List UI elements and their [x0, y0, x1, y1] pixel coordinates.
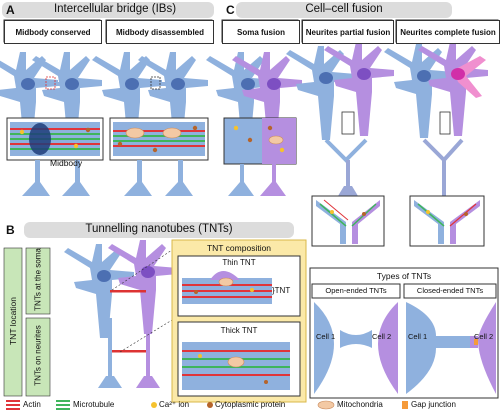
b-neurons: [64, 240, 178, 388]
tnt-bracket-label: }TNT: [272, 286, 291, 295]
tnt-composition-title: TNT composition: [206, 243, 272, 253]
panel-a-letter: A: [6, 3, 15, 17]
a-lower-cells: [22, 160, 193, 196]
thick-tnt-label: Thick TNT: [220, 326, 258, 335]
c-col-neurites-partial: Neurites partial fusion: [302, 20, 394, 44]
legend-ca-ion: Ca²⁺ ion: [159, 400, 190, 409]
panel-c-title: Cell–cell fusion: [305, 3, 383, 15]
open-cell-1-label: Cell 1: [316, 332, 336, 341]
closed-cell-2-label: Cell 2: [474, 332, 494, 341]
tnt-location-label: TNT location: [8, 296, 18, 346]
thin-tnt-label: Thin TNT: [222, 258, 256, 267]
closed-cell-1-label: Cell 1: [408, 332, 428, 341]
panel-b: [3, 222, 499, 403]
legend-cytoplasmic-protein: Cytoplasmic protein: [215, 400, 286, 409]
midbody-label: Midbody: [50, 158, 83, 168]
open-cell-2-label: Cell 2: [372, 332, 392, 341]
b-types-of-tnts: [309, 267, 499, 399]
c-col-soma-fusion: Soma fusion: [222, 20, 300, 44]
panel-c-letter: C: [226, 3, 235, 17]
types-of-tnts-title: Types of TNTs: [376, 271, 432, 281]
b-tnt-composition: [171, 239, 307, 403]
a-zoom-midbody-disassembled: [109, 117, 209, 161]
a-col-midbody-conserved: Midbody conserved: [4, 20, 102, 44]
a-neuron-pair-1: [0, 52, 102, 146]
open-ended-label: Open-ended TNTs: [325, 286, 387, 295]
panel-b-title: Tunnelling nanotubes (TNTs): [85, 223, 233, 235]
legend-mitochondria: Mitochondria: [337, 400, 383, 409]
tnts-on-neurites-label: TNTs on neurites: [33, 325, 43, 386]
c-col-neurites-complete: Neurites complete fusion: [396, 20, 500, 44]
a-col-midbody-disassembled: Midbody disassembled: [106, 20, 214, 44]
a-neuron-pair-2: [92, 52, 208, 146]
c-neurites-complete-fusion: [384, 42, 488, 247]
c-soma-fusion: [206, 52, 302, 196]
legend: [6, 400, 408, 410]
tnts-at-soma-label: TNTs at the soma: [33, 248, 43, 311]
legend-gap-junction: Gap junction: [411, 400, 456, 409]
legend-microtubule: Microtubule: [73, 400, 115, 409]
c-neurites-partial-fusion: [286, 42, 394, 247]
panel-b-letter: B: [6, 223, 15, 237]
panel-a-title: Intercellular bridge (IBs): [53, 3, 177, 15]
a-zoom-midbody-conserved: [6, 117, 104, 161]
closed-ended-label: Closed-ended TNTs: [416, 286, 484, 295]
legend-actin: Actin: [23, 400, 41, 409]
